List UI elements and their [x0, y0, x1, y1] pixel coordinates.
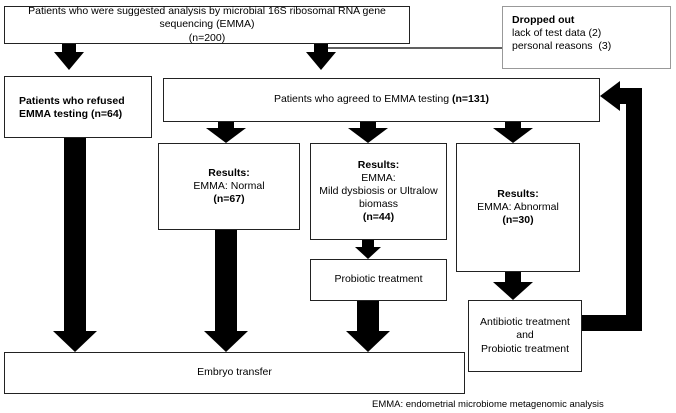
refused-line-1: Patients who refused	[19, 95, 125, 107]
box-dropped-out: Dropped out lack of test data (2) person…	[502, 6, 671, 69]
antibiotic-line-1: Antibiotic treatment	[480, 316, 570, 329]
abnormal-title: Results:	[497, 187, 539, 200]
mild-title: Results:	[357, 158, 400, 171]
arrow-to-mild	[348, 122, 388, 143]
arrow-abnormal-to-antibiotic	[493, 272, 533, 300]
abnormal-label: EMMA: Abnormal	[477, 200, 559, 213]
box-agreed: Patients who agreed to EMMA testing (n=1…	[163, 78, 600, 122]
box-suggested: Patients who were suggested analysis by …	[4, 5, 410, 44]
mild-count: (n=44)	[362, 211, 395, 224]
dropped-reason-1: lack of test data (2)	[512, 27, 602, 40]
arrow-loop-back-to-agreed	[582, 81, 642, 331]
dropped-reason-2: personal reasons (3)	[512, 40, 612, 53]
antibiotic-line-2: and	[516, 329, 534, 342]
antibiotic-line-3: Probiotic treatment	[480, 342, 570, 355]
mild-label-1: EMMA:	[361, 171, 396, 184]
abnormal-count: (n=30)	[502, 214, 534, 227]
normal-label: EMMA: Normal	[193, 179, 265, 192]
arrow-normal-to-transfer	[204, 230, 248, 352]
refused-line-2: EMMA testing (n=64)	[19, 108, 123, 121]
box-result-abnormal: Results: EMMA: Abnormal (n=30)	[456, 143, 580, 272]
mild-label-2: Mild dysbiosis or Ultralow	[319, 184, 438, 197]
box-embryo-transfer: Embryo transfer	[4, 352, 465, 394]
probiotic-label: Probiotic treatment	[334, 273, 423, 286]
box-result-mild: Results: EMMA: Mild dysbiosis or Ultralo…	[310, 143, 447, 240]
box-antibiotic: Antibiotic treatment and Probiotic treat…	[468, 300, 582, 372]
arrow-probiotic-to-transfer	[346, 301, 390, 352]
normal-count: (n=67)	[213, 193, 245, 206]
suggested-title: Patients who were suggested analysis by …	[28, 5, 386, 31]
normal-title: Results:	[208, 166, 250, 179]
suggested-count: (n=200)	[188, 31, 226, 44]
box-refused: Patients who refused EMMA testing (n=64)	[4, 76, 152, 138]
arrow-to-abnormal	[493, 122, 533, 143]
box-probiotic: Probiotic treatment	[310, 259, 447, 301]
arrow-refused-to-transfer	[53, 138, 97, 352]
agreed-count: (n=131)	[451, 93, 490, 106]
mild-label-3: biomass	[358, 198, 399, 211]
dropped-title: Dropped out	[512, 14, 575, 26]
transfer-label: Embryo transfer	[197, 366, 272, 379]
arrow-to-refused	[54, 44, 84, 70]
box-result-normal: Results: EMMA: Normal (n=67)	[158, 143, 300, 230]
agreed-text: Patients who agreed to EMMA testing	[273, 93, 450, 106]
arrow-mild-to-probiotic	[355, 240, 381, 259]
arrow-to-normal	[206, 122, 246, 143]
footer-note: EMMA: endometrial microbiome metagenomic…	[372, 399, 604, 410]
